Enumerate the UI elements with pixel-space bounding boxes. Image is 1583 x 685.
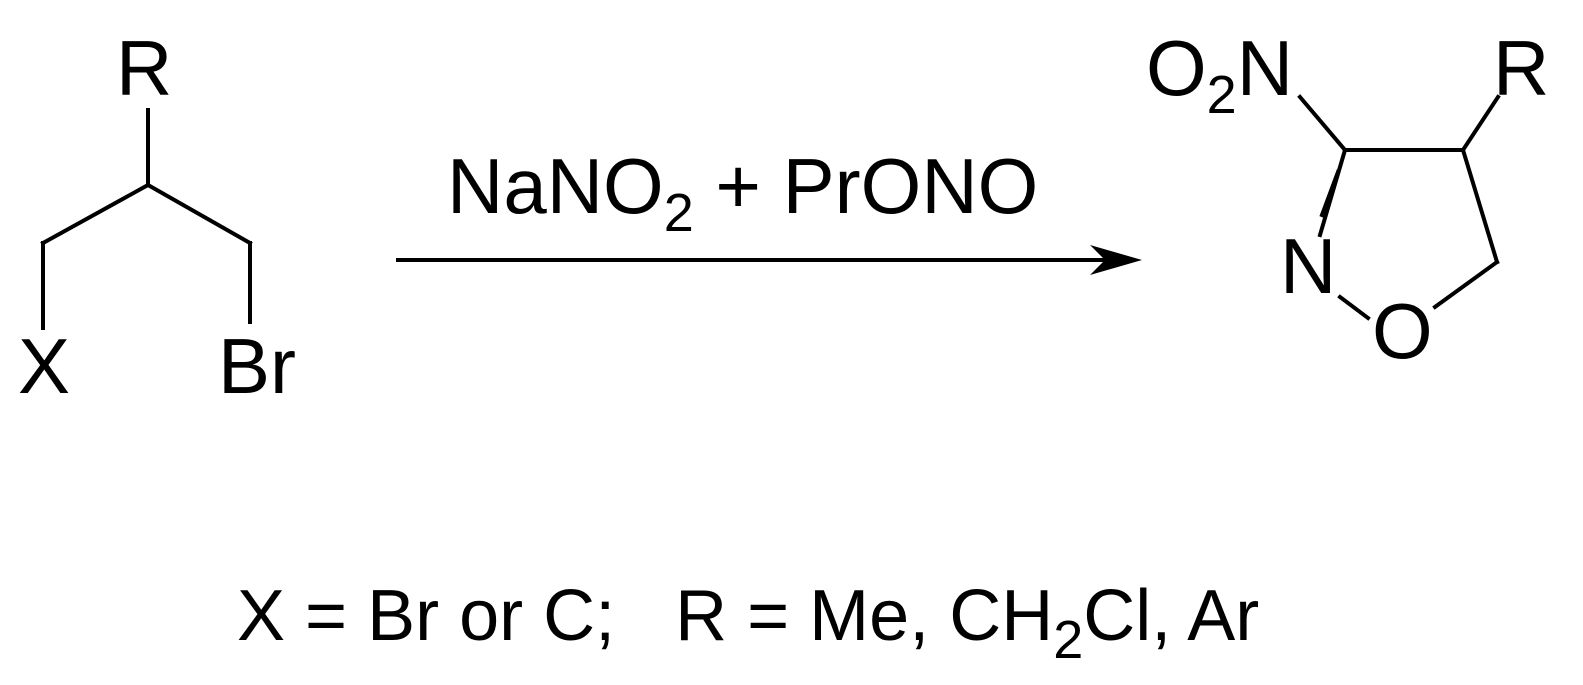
substituent-legend: X = Br or C; R = Me, CH2Cl, Ar (237, 576, 1259, 670)
reactant-r-label: R (116, 24, 172, 112)
reactant-structure: R X Br (18, 24, 296, 410)
product-structure: O2N R N O (1146, 24, 1549, 375)
reagents-label: NaNO2 + PrONO (447, 142, 1038, 243)
nitro-subscript: 2 (1207, 65, 1237, 125)
ring-o-label: O (1372, 287, 1433, 375)
reagent-prono: + PrONO (694, 142, 1039, 230)
reactant-x-label: X (18, 322, 70, 410)
bond (1460, 147, 1500, 265)
reagent-nano: NaNO (447, 142, 664, 230)
legend-part1: X = Br or C; R = Me, CH (237, 576, 1053, 656)
ring-n-label: N (1280, 222, 1336, 310)
legend-part2: Cl, Ar (1083, 576, 1259, 656)
bond (145, 182, 253, 246)
bond (1337, 294, 1371, 321)
bond (1460, 94, 1501, 153)
reaction-arrow (396, 245, 1142, 275)
arrowhead-icon (1090, 245, 1142, 275)
reagent-subscript: 2 (664, 183, 694, 243)
legend-subscript: 2 (1053, 610, 1083, 670)
bond (40, 182, 151, 246)
nitro-o: O (1146, 24, 1207, 112)
reactant-br-label: Br (218, 322, 296, 410)
nitro-n: N (1237, 24, 1293, 112)
product-r-label: R (1493, 24, 1549, 112)
bond (1432, 259, 1500, 310)
double-bond-inner (1319, 169, 1341, 218)
nitro-group-label: O2N (1146, 24, 1293, 125)
bond (1297, 94, 1348, 153)
